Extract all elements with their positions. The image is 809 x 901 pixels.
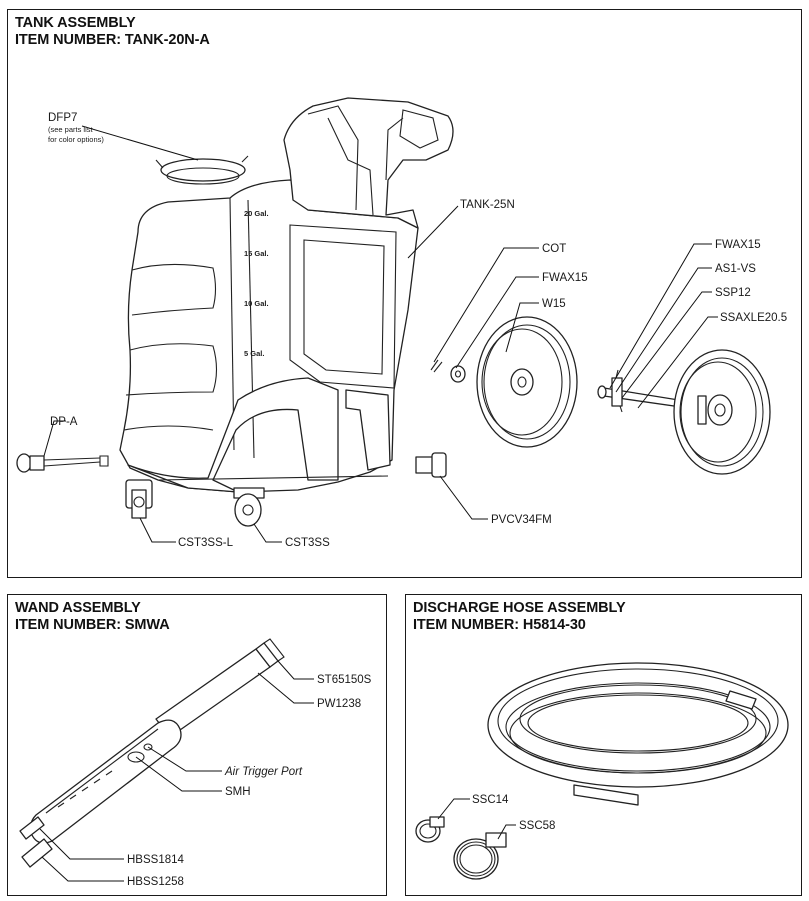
tank-labels: DFP7 (see parts list for color options) …: [48, 112, 787, 549]
label-pvcv34fm: PVCV34FM: [491, 514, 552, 526]
wand-labels: ST65150S PW1238 Air Trigger Port SMH HBS…: [127, 674, 372, 888]
label-air-trigger-port: Air Trigger Port: [224, 766, 303, 778]
wand-leader-lines: [39, 660, 314, 882]
tank-body: [119, 97, 454, 493]
label-w15: W15: [542, 298, 566, 310]
gallon-mark-20: 20 Gal.: [244, 209, 269, 218]
label-dfp7-note-1: (see parts list: [48, 125, 94, 134]
cotter-pin: [430, 359, 443, 373]
discharge-hose-assembly-heading: DISCHARGE HOSE ASSEMBLY ITEM NUMBER: H58…: [413, 600, 626, 634]
clamp-ssc58: [453, 832, 507, 880]
gallon-mark-15: 15 Gal.: [244, 249, 269, 258]
clamp-ssc14: [415, 816, 445, 843]
hose-coil-h5814-30: [487, 662, 789, 806]
wheel-w15: [476, 316, 578, 448]
label-hbss1814: HBSS1814: [127, 854, 185, 866]
gallon-marks: 20 Gal. 15 Gal. 10 Gal. 5 Gal.: [244, 209, 269, 358]
label-st65150s: ST65150S: [317, 674, 372, 686]
wheel-right: [673, 349, 771, 475]
label-ssaxle20-5: SSAXLE20.5: [720, 312, 787, 324]
label-cot: COT: [542, 243, 566, 255]
label-ssc14: SSC14: [472, 794, 509, 806]
tank-leader-lines: [43, 125, 718, 543]
wand-handle-smh: [30, 719, 182, 844]
label-tank-25n: TANK-25N: [460, 199, 515, 211]
wand-assembly-heading: WAND ASSEMBLY ITEM NUMBER: SMWA: [15, 600, 170, 634]
label-cst3ss: CST3SS: [285, 537, 330, 549]
label-as1-vs: AS1-VS: [715, 263, 756, 275]
label-ssc58: SSC58: [519, 820, 555, 832]
wand-assembly-title: WAND ASSEMBLY: [15, 600, 141, 616]
discharge-hose-assembly-panel: DISCHARGE HOSE ASSEMBLY ITEM NUMBER: H58…: [405, 594, 802, 896]
hose-labels: SSC14 SSC58: [472, 794, 555, 832]
tank-assembly-drawing: 20 Gal. 15 Gal. 10 Gal. 5 Gal.: [16, 97, 787, 549]
tank-assembly-title: TANK ASSEMBLY: [15, 15, 136, 31]
fill-cap-dfp7: [155, 155, 249, 185]
discharge-hose-assembly-item-number: ITEM NUMBER: H5814-30: [413, 617, 586, 633]
label-fwax15-a: FWAX15: [542, 272, 588, 284]
caster-cst3ss-l: [125, 479, 153, 519]
discharge-hose-assembly-title: DISCHARGE HOSE ASSEMBLY: [413, 600, 626, 616]
wand-assembly-panel: WAND ASSEMBLY ITEM NUMBER: SMWA: [7, 594, 387, 896]
label-smh: SMH: [225, 786, 251, 798]
hose-barb-hbss1258: [21, 838, 53, 868]
label-dfp7-note-2: for color options): [48, 135, 104, 144]
drain-plug-dp-a: [16, 453, 109, 473]
label-dfp7: DFP7: [48, 112, 77, 124]
gallon-mark-10: 10 Gal.: [244, 299, 269, 308]
gallon-mark-5: 5 Gal.: [244, 349, 264, 358]
label-fwax15-b: FWAX15: [715, 239, 761, 251]
discharge-hose-drawing: SSC14 SSC58: [415, 662, 789, 880]
tank-assembly-item-number: ITEM NUMBER: TANK-20N-A: [15, 32, 210, 48]
wand-assembly-item-number: ITEM NUMBER: SMWA: [15, 617, 170, 633]
valve-pvcv34fm: [415, 452, 447, 478]
label-hbss1258: HBSS1258: [127, 876, 184, 888]
label-ssp12: SSP12: [715, 287, 751, 299]
label-pw1238: PW1238: [317, 698, 361, 710]
label-dp-a: DP-A: [50, 416, 78, 428]
caster-cst3ss: [233, 487, 265, 527]
tank-assembly-heading: TANK ASSEMBLY ITEM NUMBER: TANK-20N-A: [15, 15, 210, 49]
hose-leader-lines: [437, 798, 516, 840]
wand-assembly-drawing: ST65150S PW1238 Air Trigger Port SMH HBS…: [19, 638, 372, 888]
washer-fwax15: [450, 365, 466, 383]
tank-assembly-panel: TANK ASSEMBLY ITEM NUMBER: TANK-20N-A: [7, 9, 802, 578]
hose-barb-hbss1814: [19, 816, 45, 840]
label-cst3ss-l: CST3SS-L: [178, 537, 234, 549]
